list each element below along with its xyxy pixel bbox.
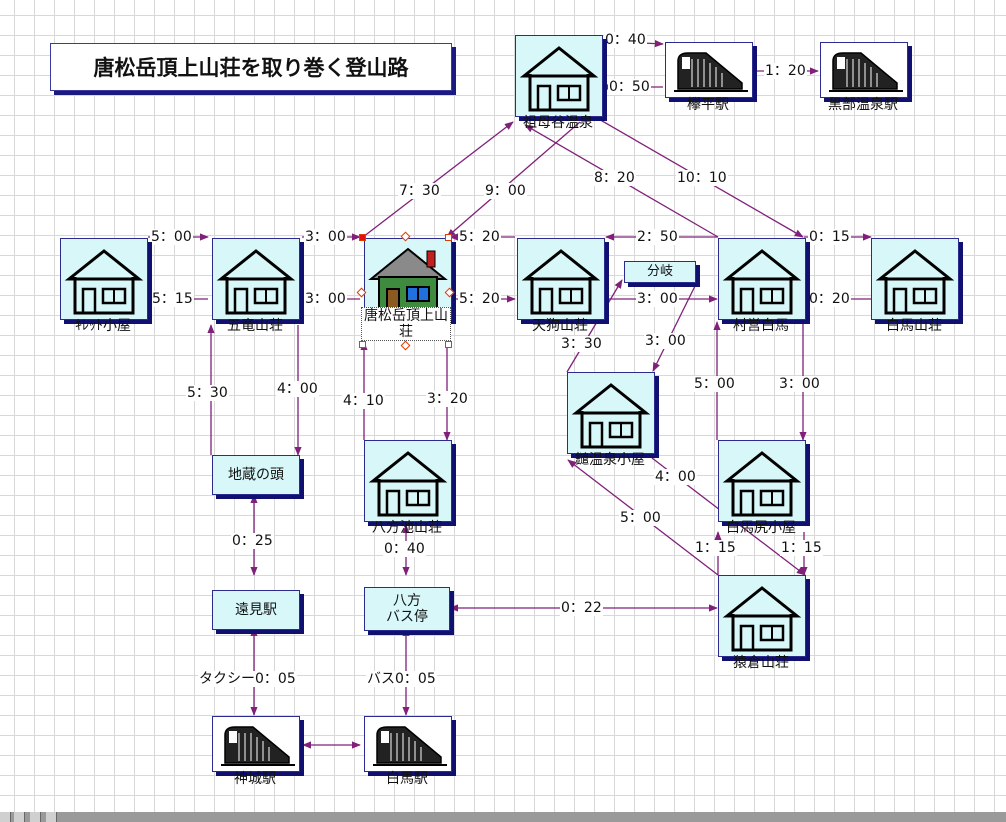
status-segment <box>30 812 41 822</box>
status-bar <box>0 812 1006 822</box>
edge-label: 0：25 <box>231 533 274 549</box>
edge-label: 1：15 <box>780 540 823 556</box>
house-icon <box>875 249 955 315</box>
edge-label: 4：00 <box>276 381 319 397</box>
edge-label: 5：15 <box>151 291 194 307</box>
edge-label: タクシー0：05 <box>198 671 297 687</box>
edge-label: 3：00 <box>636 291 679 307</box>
node-label: 白馬駅 <box>386 771 428 787</box>
edge-label: 5：30 <box>186 385 229 401</box>
icon-box <box>718 575 806 657</box>
icon-box <box>60 238 148 320</box>
node-label: 鑓温泉小屋 <box>575 452 645 468</box>
house-icon <box>571 383 651 449</box>
node-label: 村営白馬 <box>733 318 789 334</box>
selection-handle[interactable] <box>359 341 366 348</box>
node-label: 天狗山荘 <box>532 318 588 334</box>
selection-handle[interactable] <box>445 341 452 348</box>
status-segment <box>0 812 11 822</box>
edge-label: 3：00 <box>304 229 347 245</box>
edge-label: 8：20 <box>593 170 636 186</box>
edge-kagi-bunki <box>566 279 623 373</box>
train-icon <box>829 52 903 92</box>
edge-label: 7：30 <box>398 183 441 199</box>
selection-handle[interactable] <box>445 234 452 241</box>
house-icon <box>521 249 601 315</box>
status-segment <box>14 812 25 822</box>
node-bunki[interactable]: 分岐 <box>624 261 696 283</box>
edge-label: 3：00 <box>644 333 687 349</box>
node-jizo[interactable]: 地蔵の頭 <box>212 455 300 495</box>
icon-box <box>567 372 655 454</box>
node-label: 神城駅 <box>234 771 276 787</box>
edge-label: 0：20 <box>808 291 851 307</box>
diagram-title[interactable]: 唐松岳頂上山荘を取り巻く登山路 <box>50 43 452 91</box>
node-label: 白馬山荘 <box>886 318 942 334</box>
house-icon <box>64 249 144 315</box>
status-segment <box>46 812 57 822</box>
icon-box <box>718 238 806 320</box>
icon-box <box>871 238 959 320</box>
icon-box <box>718 440 806 522</box>
icon-box <box>515 35 603 117</box>
house-icon <box>722 586 802 652</box>
edge-label: 0：40 <box>383 541 426 557</box>
icon-box <box>212 716 300 772</box>
house-icon <box>216 249 296 315</box>
icon-box <box>517 238 605 320</box>
node-happo-bus[interactable]: 八方 バス停 <box>364 587 450 631</box>
icon-box <box>364 440 452 522</box>
house-icon <box>368 451 448 517</box>
edge-label: 1：15 <box>694 540 737 556</box>
train-icon <box>373 726 447 766</box>
edge-label: 0：40 <box>604 32 647 48</box>
edge-label: 5：20 <box>458 229 501 245</box>
edge-label: 4：10 <box>342 393 385 409</box>
house-icon <box>519 46 599 112</box>
edge-label: 1：20 <box>764 63 807 79</box>
edge-label: 2：50 <box>636 229 679 245</box>
edge-sobodani-karamatsu <box>446 121 581 238</box>
icon-box <box>364 716 452 772</box>
node-label: 黒部温泉駅 <box>828 97 898 113</box>
node-label-selected[interactable]: 唐松岳頂上山荘 <box>361 307 451 341</box>
selection-handle[interactable] <box>359 234 366 241</box>
edge-karamatsu-sobodani <box>362 121 514 238</box>
edge-label: 0：22 <box>560 600 603 616</box>
train-icon <box>674 52 748 92</box>
icon-box <box>212 238 300 320</box>
node-label: 祖母谷温泉 <box>523 115 593 131</box>
edge-label: 0：50 <box>608 79 651 95</box>
edge-label: 3：20 <box>426 391 469 407</box>
node-label: ｷﾚｯﾄ小屋 <box>75 318 131 334</box>
edge-label: 3：00 <box>778 376 821 392</box>
node-label: 白馬尻小屋 <box>726 520 796 536</box>
edge-label: 3：00 <box>304 291 347 307</box>
edge-label: 5：00 <box>619 510 662 526</box>
train-icon <box>221 726 295 766</box>
node-label: 欅平駅 <box>687 97 729 113</box>
edge-label: 5：00 <box>693 376 736 392</box>
edge-label: 3：30 <box>560 336 603 352</box>
edge-label: 10：10 <box>676 170 728 186</box>
node-label: 五竜山荘 <box>227 318 283 334</box>
edge-label: バス0：05 <box>366 671 437 687</box>
house-icon <box>722 451 802 517</box>
house-icon <box>722 249 802 315</box>
icon-box <box>820 42 908 98</box>
node-label: 猿倉山荘 <box>733 655 789 671</box>
edge-bunki-kagi <box>652 281 698 372</box>
node-label: 八方池山荘 <box>372 520 442 536</box>
edge-label: 9：00 <box>484 183 527 199</box>
edge-label: 5：20 <box>458 291 501 307</box>
edge-label: 4：00 <box>654 469 697 485</box>
edge-label: 0：15 <box>808 229 851 245</box>
edge-label: 5：00 <box>150 229 193 245</box>
icon-box <box>665 42 753 98</box>
node-tomi[interactable]: 遠見駅 <box>212 590 300 630</box>
